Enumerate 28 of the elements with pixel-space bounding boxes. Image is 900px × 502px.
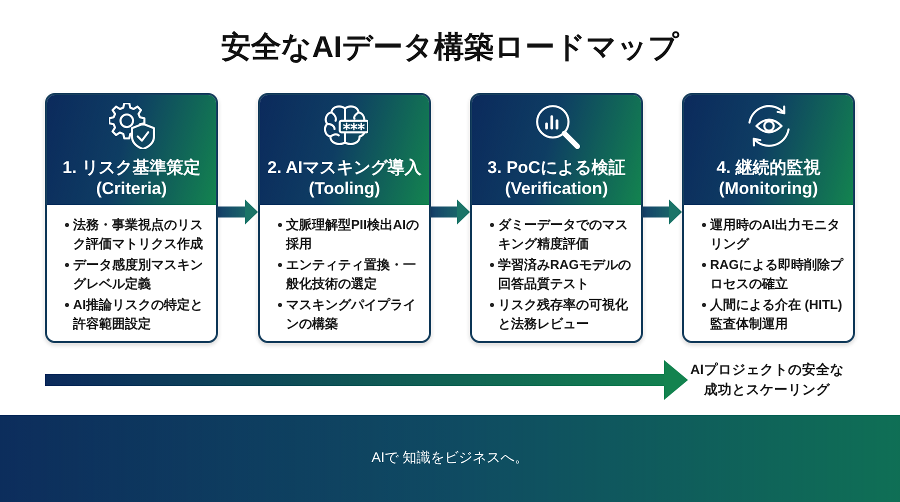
bullet-text: AI推論リスクの特定と許容範囲設定 <box>73 296 204 333</box>
goal-text: AIプロジェクトの安全な成功とスケーリング <box>688 360 846 400</box>
bullet-text: データ感度別マスキングレベル定義 <box>73 256 204 293</box>
title: 安全なAIデータ構築ロードマップ <box>220 30 680 66</box>
tagline: AIで 知識をビジネスへ。 <box>370 448 530 467</box>
bullet-text: 運用時のAI出力モニタリング <box>710 216 841 253</box>
step-card <box>682 93 855 343</box>
bullet-text: 学習済みRAGモデルの回答品質テスト <box>498 256 632 293</box>
arrow <box>643 200 682 224</box>
arrow <box>45 360 688 400</box>
step-card <box>45 93 218 343</box>
footer-band <box>0 415 900 502</box>
bullet-text: 文脈理解型PII検出AIの採用 <box>286 216 420 253</box>
bullet-text: マスキングパイプラインの構築 <box>286 296 417 333</box>
step-heading: 4. 継続的監視 (Monitoring) <box>716 157 822 199</box>
bullet-text: エンティティ置換・一般化技術の選定 <box>286 256 417 293</box>
bullet-text: 法務・事業視点のリスク評価マトリクス作成 <box>73 216 204 253</box>
arrow <box>431 200 470 224</box>
arrow <box>218 200 258 224</box>
step-heading: 3. PoCによる検証 (Verification) <box>486 157 626 199</box>
step-card <box>258 93 431 343</box>
step-heading: 2. AIマスキング導入 (Tooling) <box>266 157 423 199</box>
bullet-text: リスク残存率の可視化と法務レビュー <box>498 296 629 333</box>
step-card <box>470 93 643 343</box>
step-heading: 1. リスク基準策定 (Criteria) <box>62 157 202 199</box>
bullet-text: RAGによる即時削除プロセスの確立 <box>710 256 845 293</box>
bullet-text: ダミーデータでのマスキング精度評価 <box>498 216 629 253</box>
bullet-text: 人間による介在 (HITL) 監査体制運用 <box>710 296 844 333</box>
